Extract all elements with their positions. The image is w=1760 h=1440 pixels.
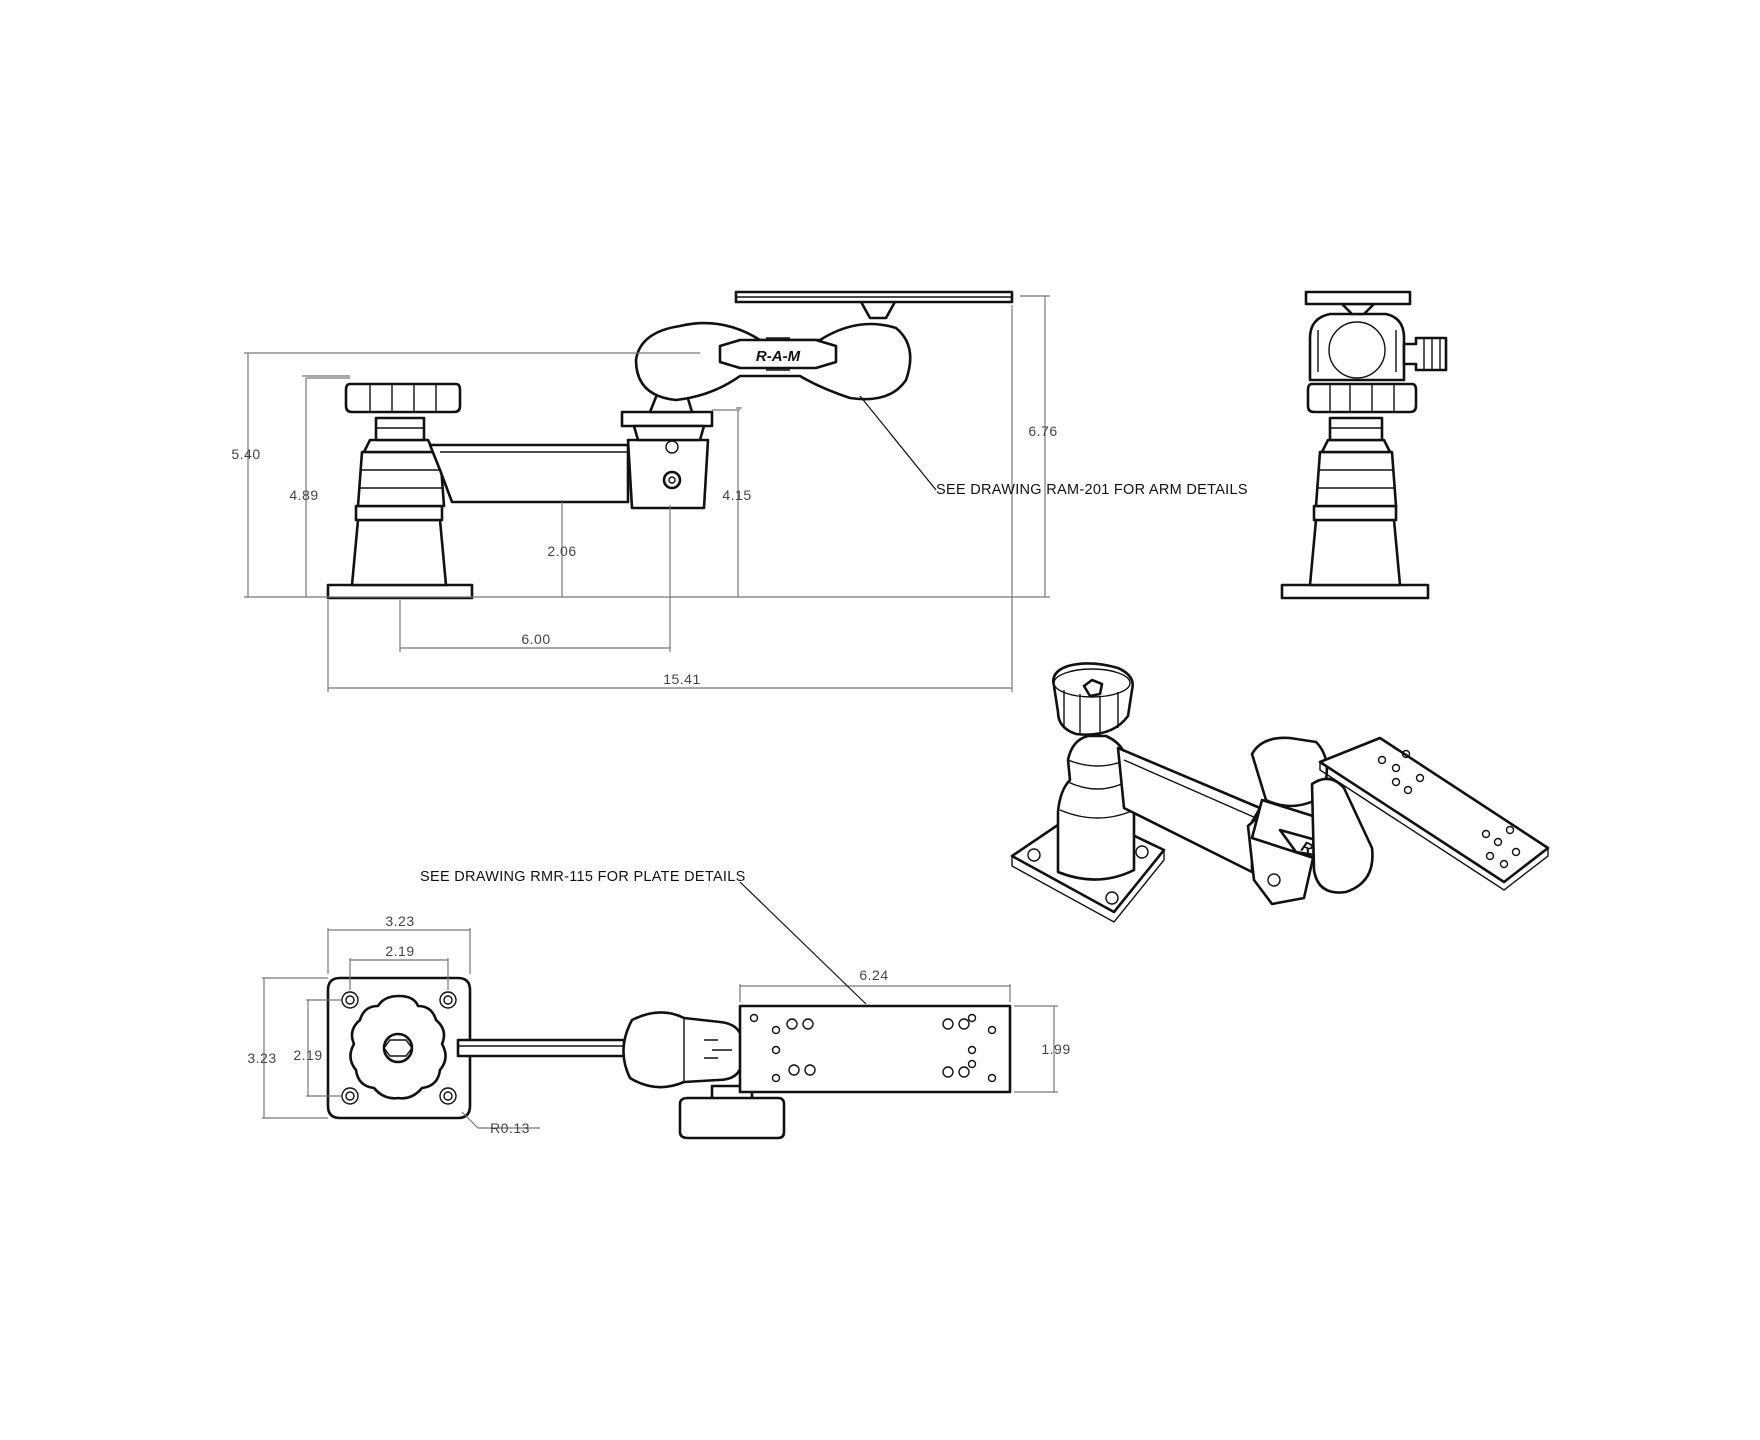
dim-2-06: 2.06 bbox=[547, 543, 576, 559]
dim-3-23-width: 3.23 bbox=[385, 913, 414, 929]
dim-1-99: 1.99 bbox=[1041, 1041, 1070, 1057]
top-dimensions bbox=[262, 928, 1058, 1129]
plate-note-leader bbox=[739, 881, 867, 1005]
isometric-view: R-A-M bbox=[1010, 662, 1550, 923]
dim-3-23-height: 3.23 bbox=[247, 1050, 276, 1066]
plate-note: SEE DRAWING RMR-115 FOR PLATE DETAILS bbox=[420, 869, 746, 885]
front-dimensions bbox=[244, 295, 1050, 692]
dim-15-41: 15.41 bbox=[663, 671, 701, 687]
dim-4-89: 4.89 bbox=[289, 487, 318, 503]
dim-6-00: 6.00 bbox=[521, 631, 550, 647]
dim-6-76: 6.76 bbox=[1028, 423, 1057, 439]
dim-4-15: 4.15 bbox=[722, 487, 751, 503]
dim-6-24: 6.24 bbox=[859, 967, 888, 983]
arm-note: SEE DRAWING RAM-201 FOR ARM DETAILS bbox=[936, 482, 1248, 498]
front-view: R-A-M bbox=[326, 290, 1014, 600]
top-view bbox=[326, 976, 1012, 1140]
dim-r0-13: R0.13 bbox=[490, 1120, 530, 1136]
front-dimension-labels: 5.40 4.89 4.15 6.76 2.06 6.00 15.41 bbox=[231, 423, 1057, 687]
dim-2-19-height: 2.19 bbox=[293, 1047, 322, 1063]
top-dimension-labels: 3.23 2.19 3.23 2.19 R0.13 6.24 1.99 bbox=[247, 913, 1070, 1136]
dim-5-40: 5.40 bbox=[231, 446, 260, 462]
ram-logo: R-A-M bbox=[756, 348, 801, 365]
side-view bbox=[1280, 290, 1448, 600]
arm-note-leader bbox=[859, 395, 937, 491]
dim-2-19-width: 2.19 bbox=[385, 943, 414, 959]
